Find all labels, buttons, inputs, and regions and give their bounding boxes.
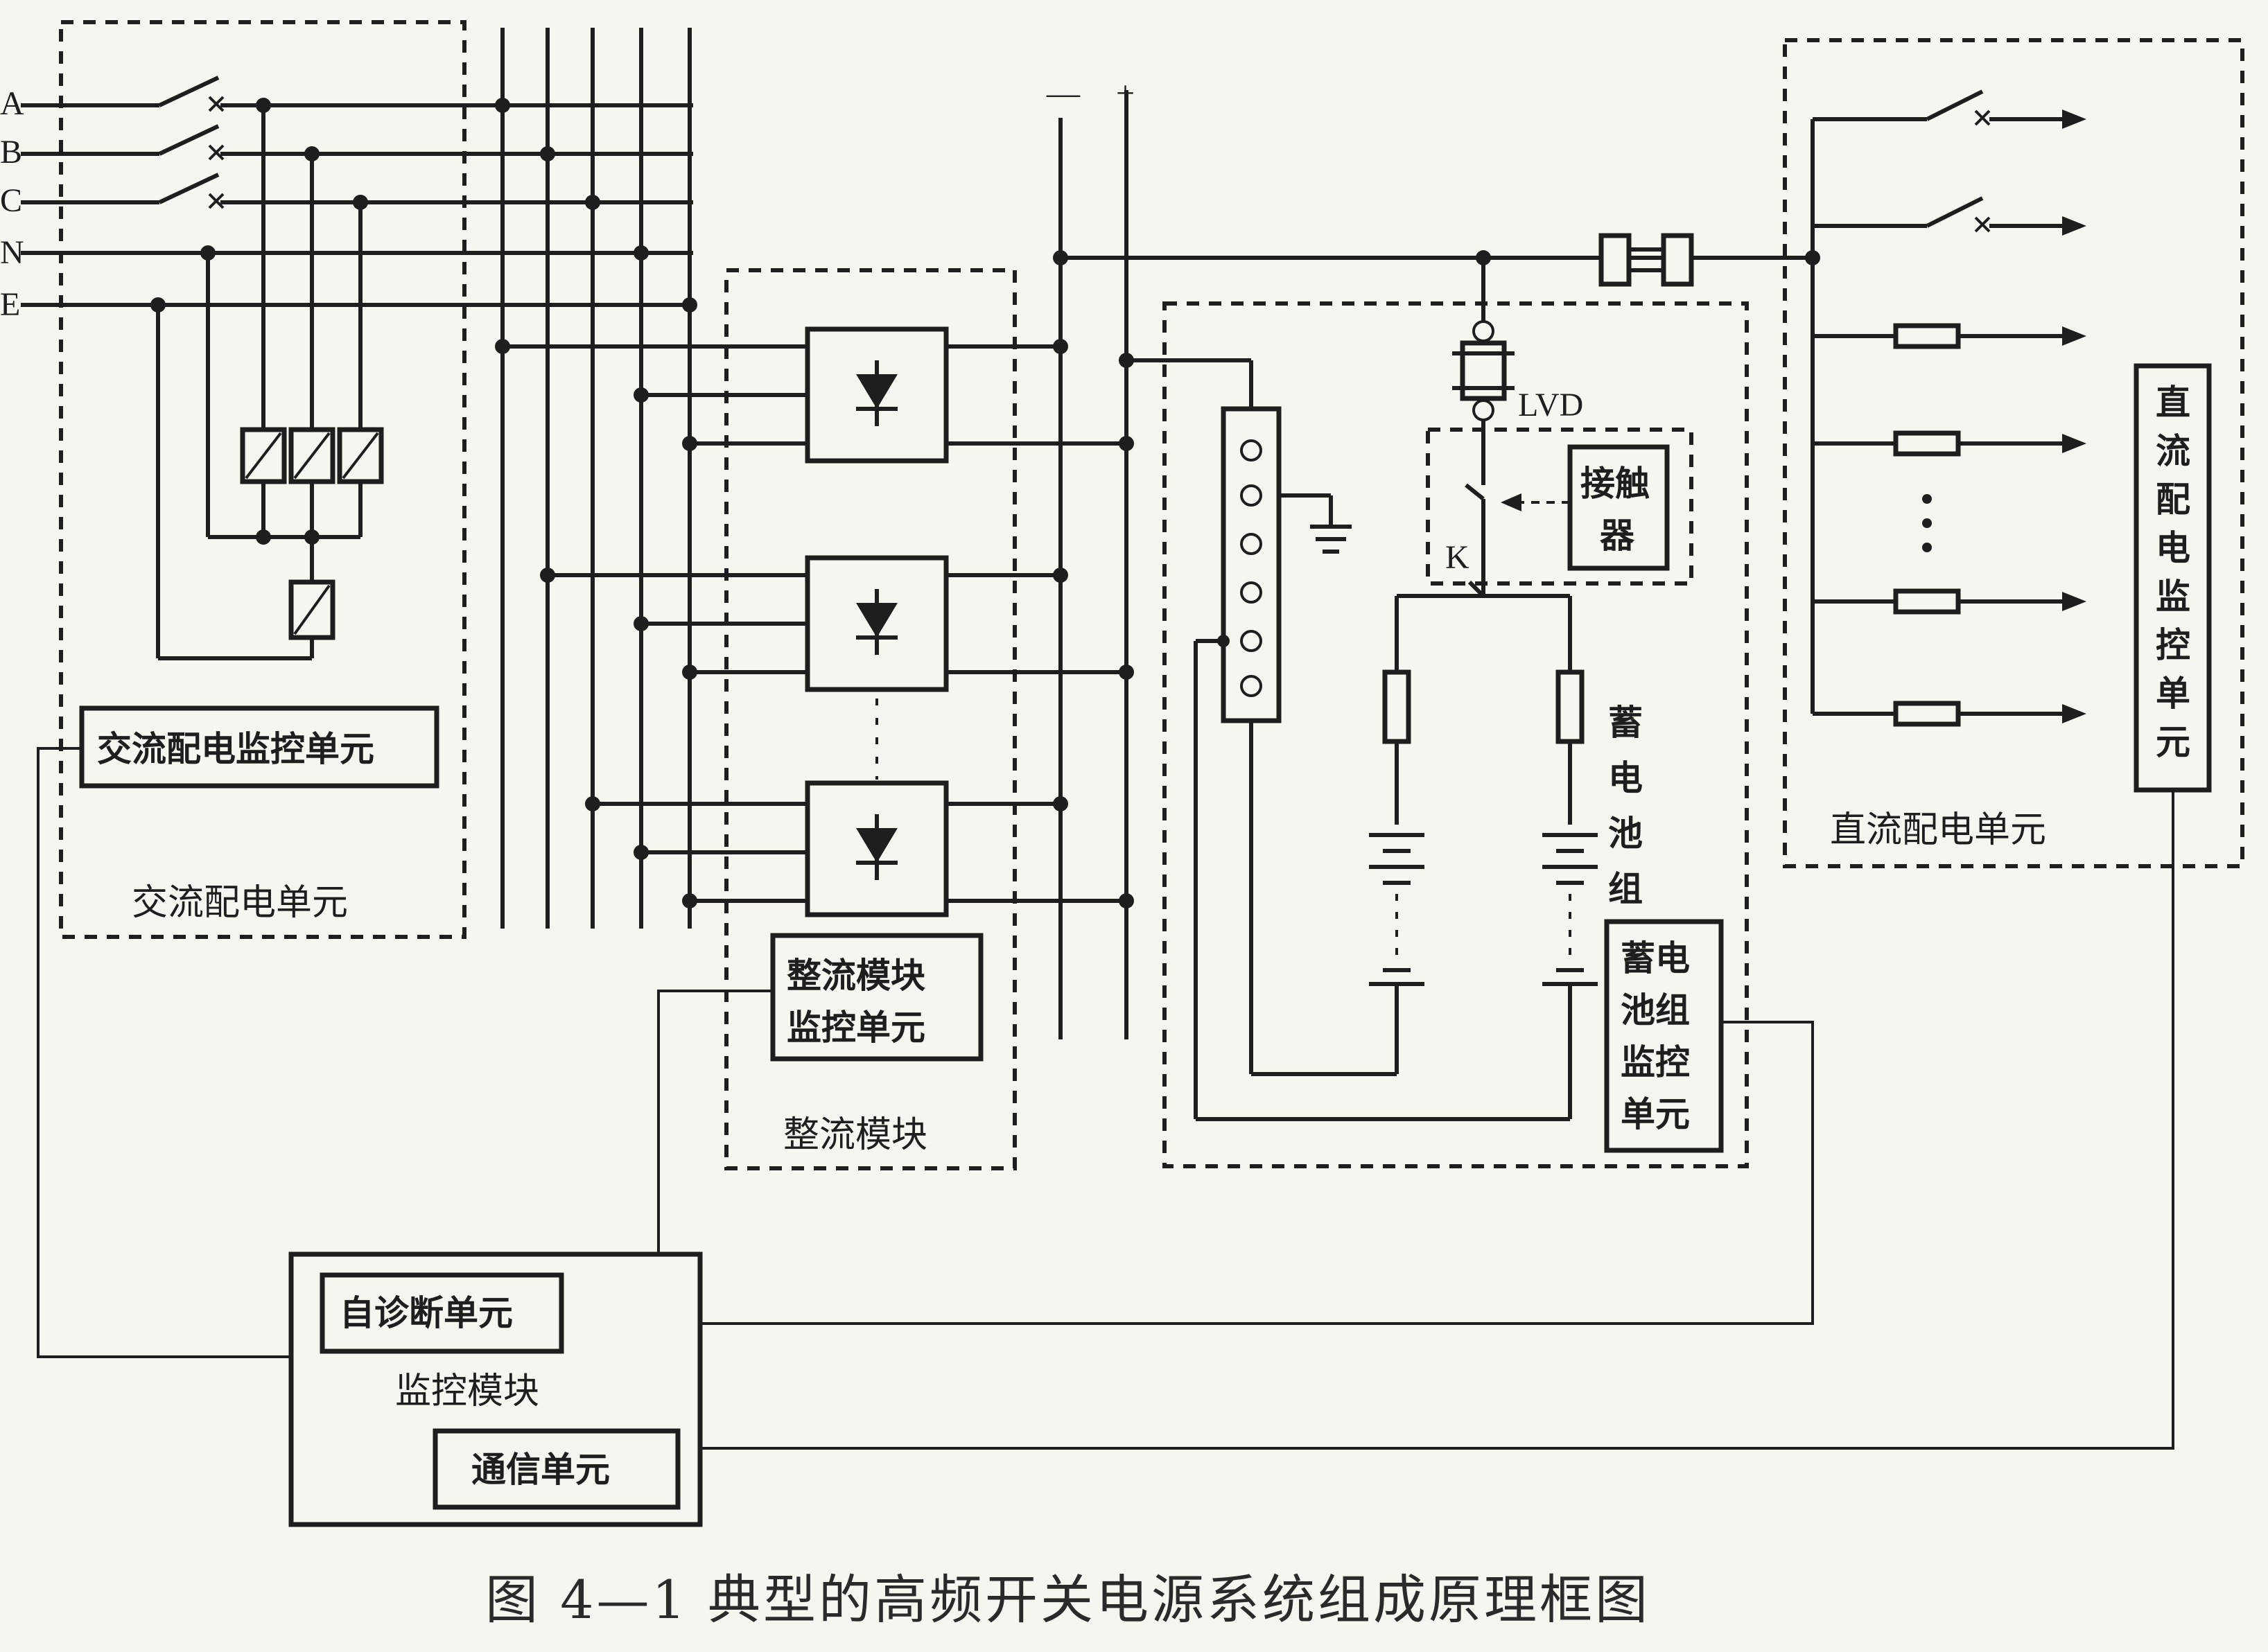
battery-group-label-2: 电 <box>1608 758 1643 798</box>
ac-bus-lines <box>495 28 697 929</box>
dc-distribution-monitor-char-7: 单 <box>2156 674 2190 714</box>
rectifier-monitor-box <box>770 933 984 1062</box>
rectifier-module-area-box <box>724 268 1017 1170</box>
dc-distribution-monitor-char-4: 电 <box>2156 528 2190 568</box>
ac-distribution-monitor-label: 交流配电监控单元 <box>97 729 374 769</box>
contactor-label-2: 器 <box>1600 516 1635 556</box>
monitor-module-label: 监控模块 <box>395 1371 539 1412</box>
phase-label-n: N <box>0 234 24 271</box>
phase-label-c: C <box>0 182 22 219</box>
k-label: K <box>1445 539 1469 576</box>
rectifier-module-2 <box>805 555 949 692</box>
contactor-label-1: 接触 <box>1580 464 1650 504</box>
dc-bus-minus-label: — <box>1046 75 1081 112</box>
phase-label-e: E <box>0 286 20 323</box>
monitor-signal-lines <box>37 747 2174 1450</box>
ac-input-lines <box>21 76 693 307</box>
phase-label-a: A <box>0 85 24 122</box>
lvd-label: LVD <box>1518 387 1583 423</box>
rectifier-monitor-label-1: 整流模块 <box>787 956 925 996</box>
contactor-dashed-box <box>1426 428 1693 586</box>
dc-distribution-monitor-char-1: 直 <box>2156 383 2190 423</box>
dc-distribution-unit-label: 直流配电单元 <box>1830 809 2046 851</box>
battery-group-label-1: 蓄 <box>1608 703 1643 743</box>
phase-label-b: B <box>0 134 22 170</box>
dc-distribution-branches <box>1805 89 2086 727</box>
dc-distribution-monitor-char-6: 控 <box>2156 625 2190 665</box>
dc-distribution-monitor-char-3: 配 <box>2156 480 2190 520</box>
rectifier-monitor-label-2: 监控单元 <box>787 1008 925 1048</box>
battery-monitor-label-4: 单元 <box>1621 1094 1690 1134</box>
dc-distribution-monitor-char-5: 监 <box>2156 577 2190 617</box>
main-dc-fuse <box>1598 233 1694 287</box>
contactor-box <box>1567 444 1670 571</box>
ac-distribution-unit-label: 交流配电单元 <box>132 882 348 924</box>
comm-unit-label: 通信单元 <box>471 1450 610 1490</box>
lvd-contactor <box>1452 250 1515 598</box>
battery-monitor-label-3: 监控 <box>1621 1042 1690 1082</box>
battery-group-label-3: 池 <box>1608 814 1643 854</box>
self-diagnosis-box <box>320 1272 564 1354</box>
dc-distribution-monitor-char-8: 元 <box>2156 722 2190 762</box>
rectifier-module-1 <box>805 326 949 464</box>
terminal-strip <box>1194 406 1352 1119</box>
self-diagnosis-label: 自诊断单元 <box>340 1293 513 1333</box>
rectifier-module-3 <box>805 780 949 917</box>
dc-bus: — + <box>1046 75 1813 1039</box>
contactor-arrow <box>1501 493 1570 511</box>
rectifier-module-label: 整流模块 <box>783 1114 927 1156</box>
dc-distribution-unit-box <box>1783 38 2244 868</box>
dc-distribution-monitor-char-2: 流 <box>2156 431 2190 471</box>
battery-monitor-box <box>1604 919 1724 1153</box>
battery-monitor-label-1: 蓄电 <box>1621 938 1690 978</box>
surge-protection-network <box>150 98 384 660</box>
rectifier-connections <box>495 339 1126 908</box>
battery-section-box <box>1162 301 1749 1168</box>
battery-strings <box>1196 594 1598 1121</box>
figure-caption: 图 4—1 典型的高频开关电源系统组成原理框图 <box>485 1569 1650 1631</box>
battery-group-label-4: 组 <box>1608 869 1643 909</box>
comm-unit-box <box>433 1428 681 1510</box>
ac-distribution-unit-box <box>59 20 466 939</box>
battery-monitor-label-2: 池组 <box>1621 990 1690 1030</box>
